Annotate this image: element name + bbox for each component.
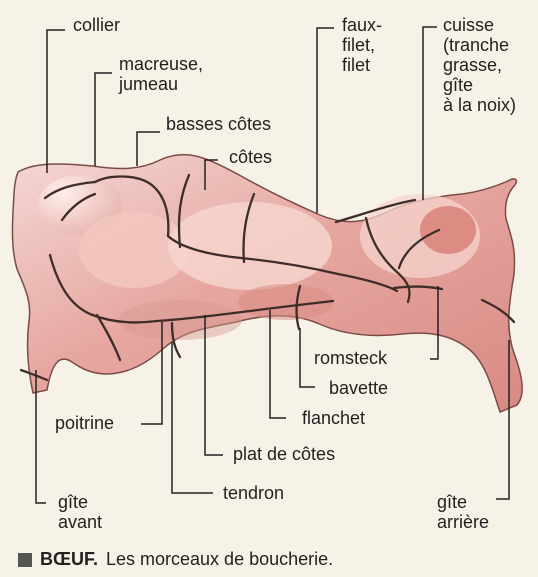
caption-title: BŒUF.: [40, 549, 98, 570]
label-plat-de-cotes: plat de côtes: [233, 444, 335, 464]
label-macreuse-jumeau: macreuse, jumeau: [119, 54, 203, 94]
label-gite-avant: gîte avant: [58, 492, 102, 532]
label-bavette: bavette: [329, 378, 388, 398]
label-cuisse: cuisse (tranche grasse, gîte à la noix): [443, 15, 516, 115]
label-cotes: côtes: [229, 147, 272, 167]
label-flanchet: flanchet: [302, 408, 365, 428]
label-faux-filet-filet: faux- filet, filet: [342, 15, 382, 75]
label-romsteck: romsteck: [314, 348, 387, 368]
caption-text: Les morceaux de boucherie.: [106, 549, 333, 570]
label-basses-cotes: basses côtes: [166, 114, 271, 134]
caption-square-icon: [18, 553, 32, 567]
label-poitrine: poitrine: [55, 413, 114, 433]
figure-caption: BŒUF. Les morceaux de boucherie.: [18, 549, 333, 570]
label-tendron: tendron: [223, 483, 284, 503]
label-collier: collier: [73, 15, 120, 35]
label-gite-arriere: gîte arrière: [437, 492, 489, 532]
